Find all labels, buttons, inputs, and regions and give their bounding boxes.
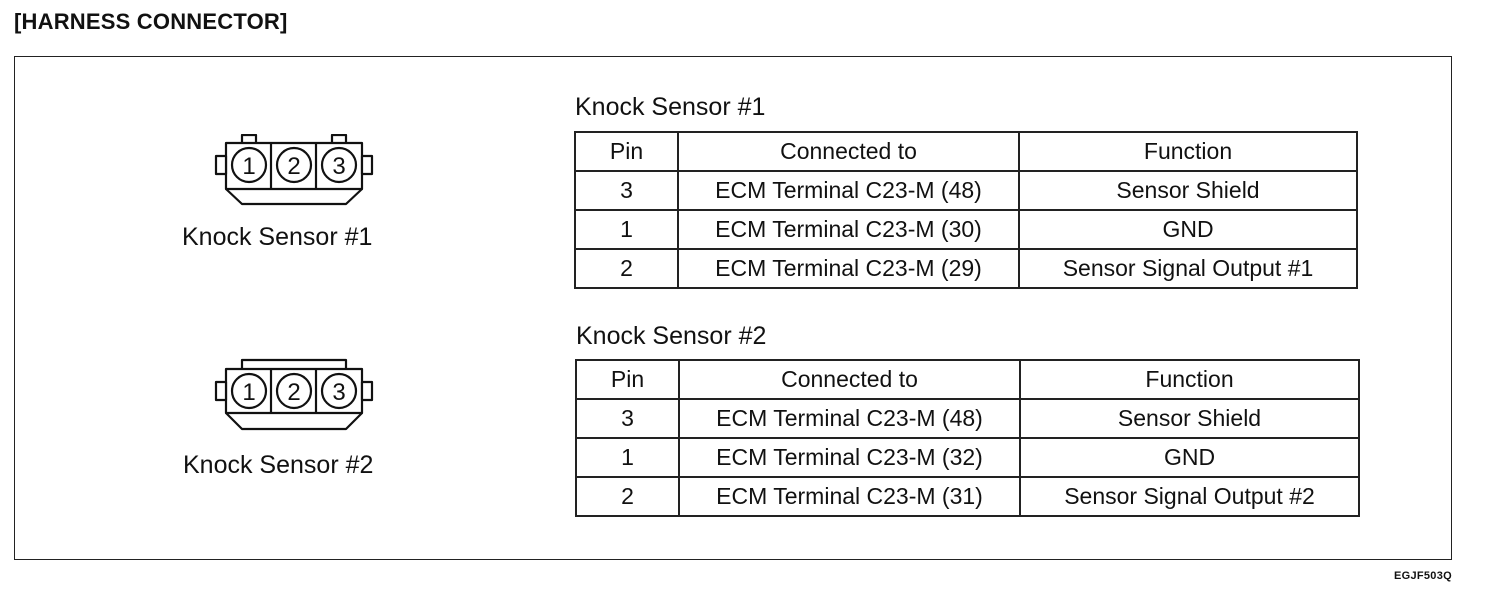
cell-connected-to: ECM Terminal C23-M (29): [677, 248, 1020, 289]
cell-function: Sensor Shield: [1019, 398, 1360, 439]
cell-pin: 3: [575, 398, 680, 439]
table-row: 3 ECM Terminal C23-M (48) Sensor Shield: [575, 398, 1360, 439]
cell-pin: 2: [574, 248, 679, 289]
figure-code: EGJF503Q: [1393, 570, 1452, 582]
table-header-row: Pin Connected to Function: [575, 359, 1360, 400]
connector-2-pin-1: 1: [242, 379, 255, 406]
pin-table-knock-sensor-2: Pin Connected to Function 3 ECM Terminal…: [575, 359, 1360, 517]
cell-function: Sensor Signal Output #2: [1019, 476, 1360, 517]
table-row: 1 ECM Terminal C23-M (32) GND: [575, 437, 1360, 478]
table-row: 3 ECM Terminal C23-M (48) Sensor Shield: [574, 170, 1358, 211]
connector-1-pin-2: 2: [287, 153, 300, 180]
connector-1-pin-3: 3: [332, 153, 345, 180]
diagram-frame: [14, 56, 1452, 560]
table-title-knock-sensor-1: Knock Sensor #1: [575, 93, 766, 121]
table-title-knock-sensor-2: Knock Sensor #2: [576, 322, 767, 350]
cell-pin: 2: [575, 476, 680, 517]
header-pin: Pin: [574, 131, 679, 172]
connector-label-knock-sensor-2: Knock Sensor #2: [183, 451, 374, 479]
header-pin: Pin: [575, 359, 680, 400]
cell-connected-to: ECM Terminal C23-M (31): [678, 476, 1021, 517]
cell-pin: 3: [574, 170, 679, 211]
pin-table-knock-sensor-1: Pin Connected to Function 3 ECM Terminal…: [574, 131, 1358, 289]
connector-diagram-knock-sensor-2: 1 2 3: [214, 358, 374, 431]
table-row: 1 ECM Terminal C23-M (30) GND: [574, 209, 1358, 250]
cell-function: GND: [1018, 209, 1358, 250]
table-row: 2 ECM Terminal C23-M (31) Sensor Signal …: [575, 476, 1360, 517]
connector-label-knock-sensor-1: Knock Sensor #1: [182, 223, 373, 251]
header-function: Function: [1018, 131, 1358, 172]
table-row: 2 ECM Terminal C23-M (29) Sensor Signal …: [574, 248, 1358, 289]
cell-function: GND: [1019, 437, 1360, 478]
connector-2-pin-2: 2: [287, 379, 300, 406]
connector-2-pin-3: 3: [332, 379, 345, 406]
connector-1-pin-1: 1: [242, 153, 255, 180]
cell-connected-to: ECM Terminal C23-M (48): [678, 398, 1021, 439]
cell-connected-to: ECM Terminal C23-M (48): [677, 170, 1020, 211]
table-header-row: Pin Connected to Function: [574, 131, 1358, 172]
connector-diagram-knock-sensor-1: 1 2 3: [214, 134, 374, 206]
cell-connected-to: ECM Terminal C23-M (30): [677, 209, 1020, 250]
cell-connected-to: ECM Terminal C23-M (32): [678, 437, 1021, 478]
header-connected-to: Connected to: [677, 131, 1020, 172]
header-connected-to: Connected to: [678, 359, 1021, 400]
cell-pin: 1: [574, 209, 679, 250]
header-function: Function: [1019, 359, 1360, 400]
cell-function: Sensor Shield: [1018, 170, 1358, 211]
page-title: [HARNESS CONNECTOR]: [14, 9, 288, 34]
cell-pin: 1: [575, 437, 680, 478]
cell-function: Sensor Signal Output #1: [1018, 248, 1358, 289]
